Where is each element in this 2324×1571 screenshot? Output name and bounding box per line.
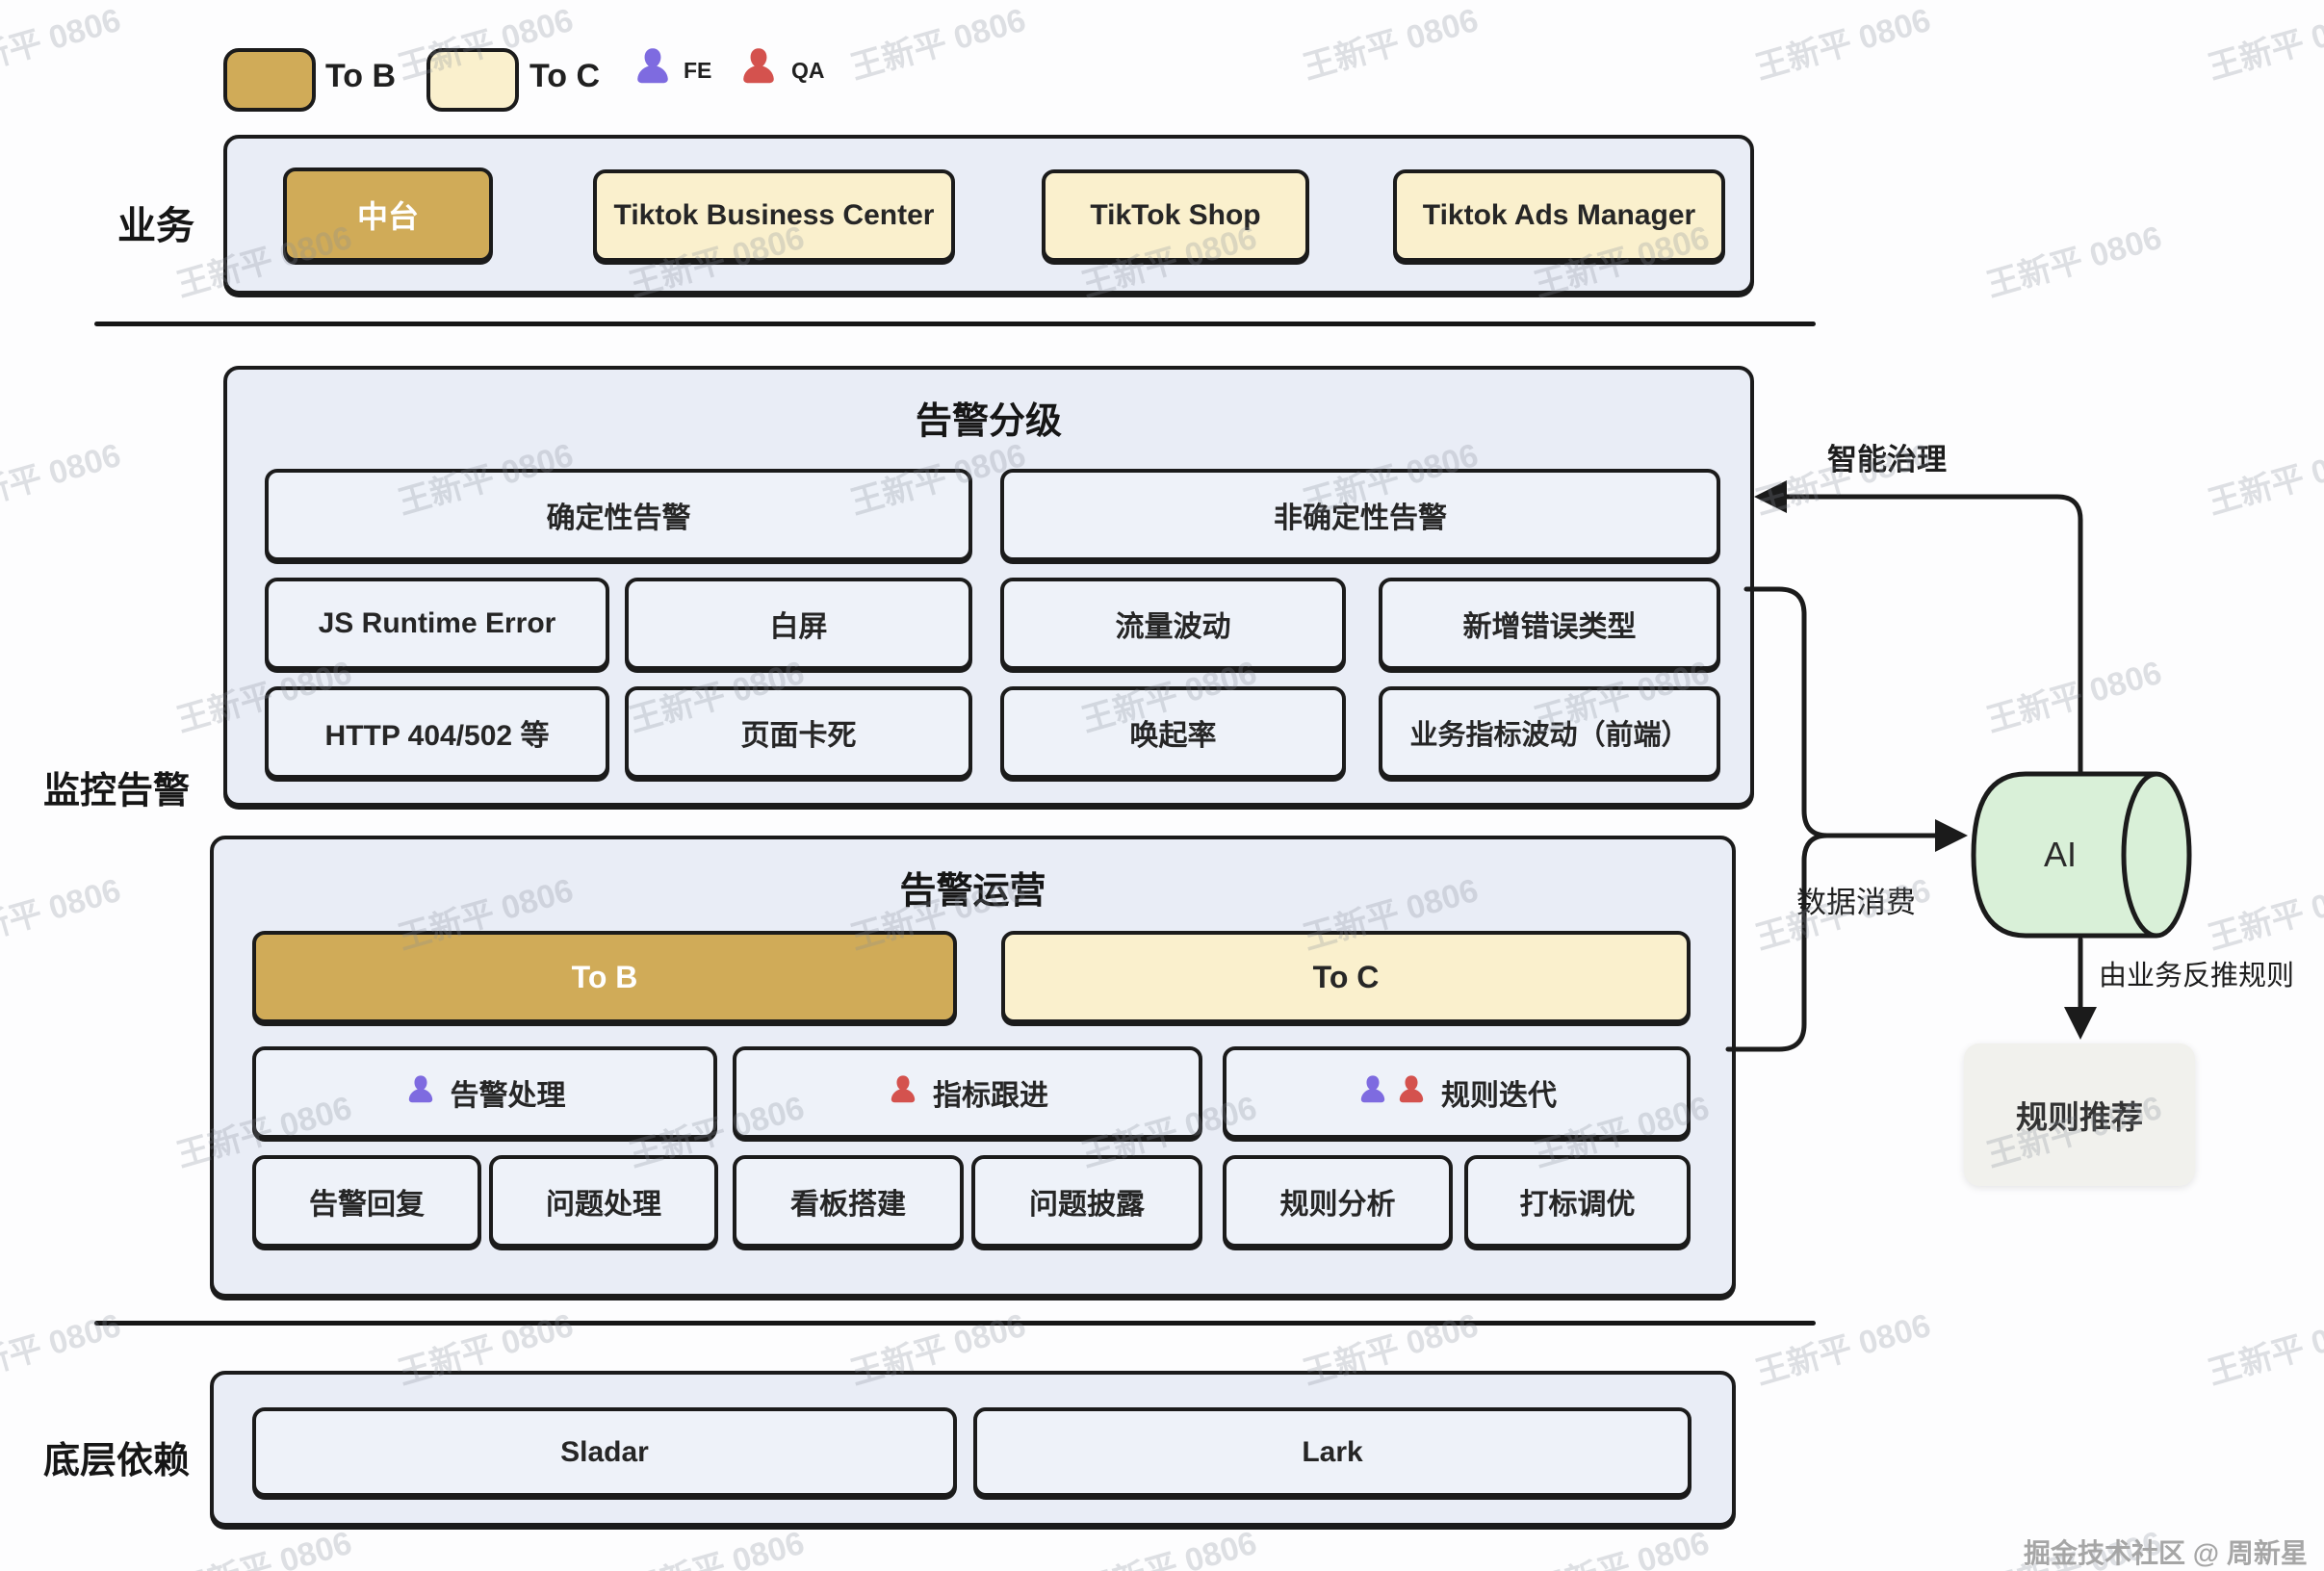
watermark-text: 王新平 0806 <box>0 1 125 87</box>
node-lark: Lark <box>973 1407 1691 1497</box>
node-dashboard-building: 看板搭建 <box>733 1155 964 1248</box>
alert-operation-title: 告警运营 <box>899 871 1046 912</box>
node-zhongtai: 中台 <box>283 167 493 262</box>
fe-person-icon <box>1356 1073 1389 1112</box>
node-metric-followup: 指标跟进 <box>733 1046 1202 1139</box>
watermark-text: 王新平 0806 <box>0 436 125 522</box>
business-section-label: 业务 <box>117 205 194 247</box>
divider-top <box>94 322 1816 326</box>
node-white-screen: 白屏 <box>625 578 972 670</box>
fe-person-icon <box>404 1073 437 1112</box>
derive-arrowhead <box>2064 1007 2097 1040</box>
watermark-text: 王新平 0806 <box>1751 1 1935 87</box>
node-deterministic-alert: 确定性告警 <box>265 469 972 561</box>
qa-person-icon <box>1395 1073 1428 1112</box>
alert-grading-container: 告警分级 确定性告警 非确定性告警 JS Runtime Error 白屏 流量… <box>223 366 1754 807</box>
watermark-text: 王新平 0806 <box>2204 1 2324 87</box>
node-http-errors: HTTP 404/502 等 <box>265 686 609 779</box>
qa-person-icon <box>887 1073 919 1112</box>
node-label: 指标跟进 <box>933 1080 1048 1112</box>
watermark-text: 王新平 0806 <box>2204 436 2324 522</box>
node-page-freeze: 页面卡死 <box>625 686 972 779</box>
node-alert-reply: 告警回复 <box>252 1155 481 1248</box>
node-traffic-fluctuation: 流量波动 <box>1000 578 1346 670</box>
node-rule-analysis: 规则分析 <box>1223 1155 1453 1248</box>
dependency-container: Sladar Lark <box>210 1371 1736 1527</box>
alert-grading-title: 告警分级 <box>915 401 1062 442</box>
node-biz-metric-fluctuation: 业务指标波动（前端） <box>1379 686 1720 779</box>
governance-label: 智能治理 <box>1827 443 1947 476</box>
node-tagging-tuning: 打标调优 <box>1464 1155 1691 1248</box>
credit-text: 掘金技术社区 @ 周新星 <box>2024 1538 2308 1568</box>
derive-label: 由业务反推规则 <box>2099 961 2295 992</box>
legend-tob-label: To B <box>325 57 397 94</box>
ai-cylinder-label: AI <box>2043 835 2077 874</box>
alert-operation-container: 告警运营 To B To C 告警处理 指标跟进 规则迭代 告警回复 问题处理 … <box>210 836 1736 1298</box>
node-nondeterministic-alert: 非确定性告警 <box>1000 469 1720 561</box>
merge-top-branch <box>1743 586 1830 838</box>
node-tiktok-shop: TikTok Shop <box>1042 169 1309 262</box>
rule-recommend-box: 规则推荐 <box>1964 1043 2195 1186</box>
legend-fe-label: FE <box>684 57 712 83</box>
dependency-section-label: 底层依赖 <box>43 1441 191 1481</box>
node-tiktok-business-center: Tiktok Business Center <box>593 169 955 262</box>
watermark-text: 王新平 0806 <box>1751 1306 1935 1392</box>
node-sladar: Sladar <box>252 1407 957 1497</box>
node-operation-toc: To C <box>1001 931 1691 1023</box>
legend-qa-label: QA <box>791 57 825 83</box>
consume-arrowhead <box>1935 819 1968 852</box>
node-new-error-type: 新增错误类型 <box>1379 578 1720 670</box>
watermark-text: 王新平 0806 <box>1982 654 2166 739</box>
watermark-text: 王新平 0806 <box>1299 1 1483 87</box>
merge-bottom-branch <box>1725 833 1830 1052</box>
legend-tob-swatch <box>223 48 316 112</box>
divider-bottom <box>94 1321 1816 1326</box>
watermark-text: 王新平 0806 <box>1982 219 2166 304</box>
watermark-text: 王新平 0806 <box>2204 871 2324 957</box>
node-issue-handling: 问题处理 <box>489 1155 718 1248</box>
legend-toc-swatch <box>426 48 519 112</box>
node-rule-iteration: 规则迭代 <box>1223 1046 1691 1139</box>
business-container: 中台 Tiktok Business Center TikTok Shop Ti… <box>223 135 1754 295</box>
governance-arrowhead <box>1754 480 1787 513</box>
qa-person-icon <box>737 45 780 95</box>
consume-label: 数据消费 <box>1796 886 1916 919</box>
node-label: 规则迭代 <box>1441 1080 1557 1112</box>
governance-arrow-line <box>1782 494 2083 779</box>
node-wakeup-rate: 唤起率 <box>1000 686 1346 779</box>
node-issue-disclosure: 问题披露 <box>971 1155 1202 1248</box>
node-label: 告警处理 <box>450 1080 566 1112</box>
fe-person-icon <box>632 45 674 95</box>
watermark-text: 王新平 0806 <box>0 871 125 957</box>
node-tiktok-ads-manager: Tiktok Ads Manager <box>1393 169 1725 262</box>
ai-cylinder <box>1971 771 2192 939</box>
watermark-text: 王新平 0806 <box>0 1306 125 1392</box>
watermark-text: 王新平 0806 <box>846 1 1030 87</box>
node-operation-tob: To B <box>252 931 957 1023</box>
node-js-runtime-error: JS Runtime Error <box>265 578 609 670</box>
watermark-text: 王新平 0806 <box>2204 1306 2324 1392</box>
node-alert-handling: 告警处理 <box>252 1046 717 1139</box>
legend-toc-label: To C <box>529 57 601 94</box>
monitoring-section-label: 监控告警 <box>43 771 191 811</box>
